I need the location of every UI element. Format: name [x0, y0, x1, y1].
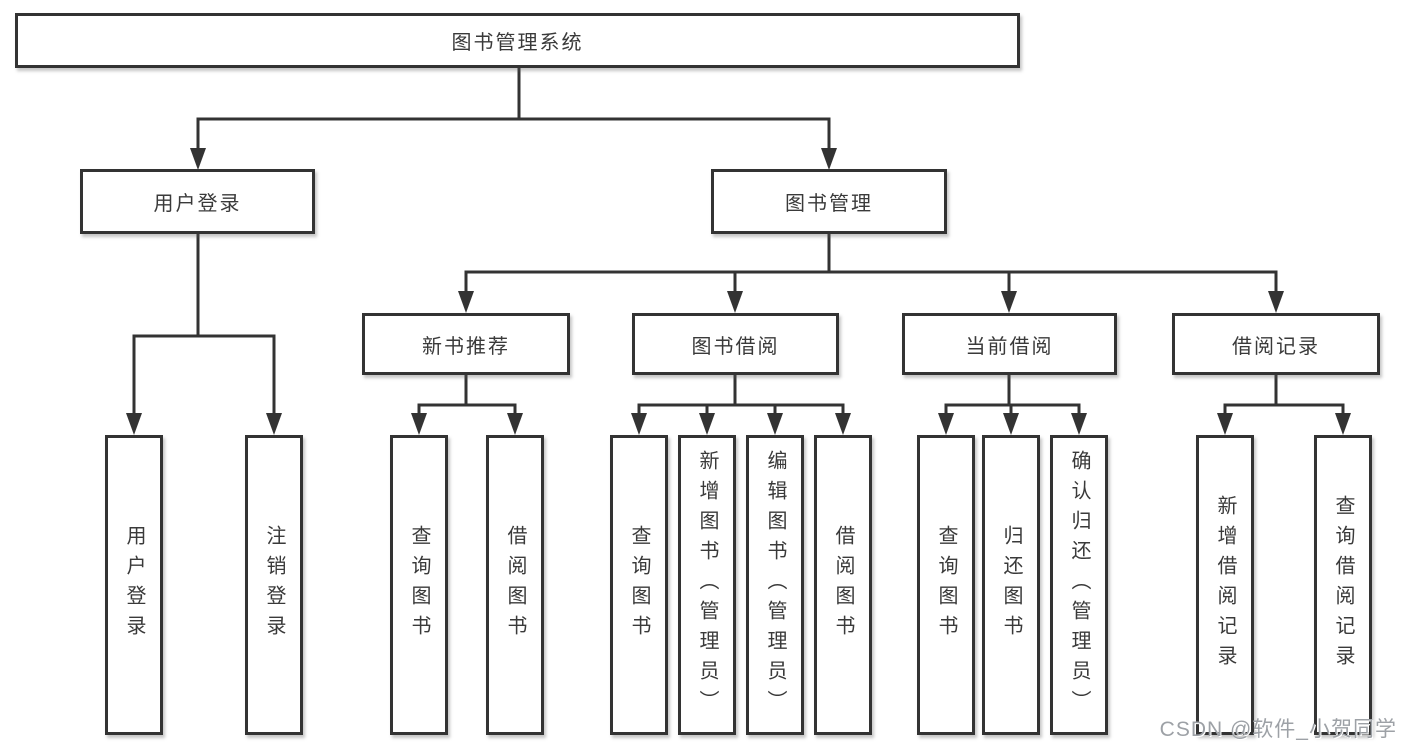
node-current-borrow-label: 当前借阅	[965, 335, 1054, 358]
leaf-borrow-books-borrow: 借阅图书	[814, 435, 872, 735]
node-book-borrow-label: 图书借阅	[691, 335, 780, 358]
leaf-add-book-admin: 新增图书（管理员）	[678, 435, 736, 735]
leaf-confirm-return-admin-label: 确认归还（管理员）	[1068, 450, 1090, 720]
leaf-query-books-current-label: 查询图书	[935, 525, 957, 645]
leaf-query-books-borrow: 查询图书	[610, 435, 668, 735]
leaf-borrow-books-borrow-label: 借阅图书	[832, 525, 854, 645]
arrowheads-user-login	[126, 413, 282, 435]
node-borrow-records-label: 借阅记录	[1232, 335, 1320, 358]
arrowheads-current-borrow	[938, 413, 1087, 435]
leaf-query-borrow-record: 查询借阅记录	[1314, 435, 1372, 735]
node-borrow-records: 借阅记录	[1172, 313, 1380, 375]
arrowheads-root	[190, 148, 837, 170]
node-new-book-recommend: 新书推荐	[362, 313, 570, 375]
leaf-edit-book-admin-label: 编辑图书（管理员）	[764, 450, 786, 720]
node-book-borrow: 图书借阅	[632, 313, 839, 375]
node-user-login: 用户登录	[80, 169, 315, 234]
leaf-borrow-books-recommend-label: 借阅图书	[504, 525, 526, 645]
leaf-query-borrow-record-label: 查询借阅记录	[1332, 495, 1354, 675]
leaf-add-borrow-record-label: 新增借阅记录	[1214, 495, 1236, 675]
connector-new-book-recommend	[417, 375, 517, 414]
leaf-query-books-current: 查询图书	[917, 435, 975, 735]
leaf-query-books-borrow-label: 查询图书	[628, 525, 650, 645]
node-current-borrow: 当前借阅	[902, 313, 1117, 375]
connector-current-borrow	[944, 375, 1081, 414]
leaf-add-borrow-record: 新增借阅记录	[1196, 435, 1254, 735]
node-book-management-label: 图书管理	[785, 193, 873, 215]
arrowheads-book-borrow	[631, 413, 851, 435]
connector-user-login	[132, 234, 276, 414]
node-book-management: 图书管理	[711, 169, 947, 234]
leaf-add-book-admin-label: 新增图书（管理员）	[696, 450, 718, 720]
arrowheads-new-book-recommend	[411, 413, 523, 435]
connector-root	[196, 68, 831, 151]
leaf-query-books-recommend: 查询图书	[390, 435, 448, 735]
connector-book-management	[464, 234, 1278, 292]
arrowheads-book-management	[458, 291, 1284, 313]
node-root: 图书管理系统	[15, 13, 1020, 68]
leaf-return-books-label: 归还图书	[1000, 525, 1022, 645]
leaf-borrow-books-recommend: 借阅图书	[486, 435, 544, 735]
connector-book-borrow	[637, 375, 845, 414]
watermark: CSDN @软件_小贺同学	[1159, 718, 1397, 741]
leaf-return-books: 归还图书	[982, 435, 1040, 735]
arrowheads-borrow-records	[1217, 413, 1351, 435]
leaf-user-login-label: 用户登录	[123, 525, 145, 645]
leaf-confirm-return-admin: 确认归还（管理员）	[1050, 435, 1108, 735]
node-new-book-recommend-label: 新书推荐	[422, 335, 510, 358]
node-user-login-label: 用户登录	[153, 193, 242, 215]
leaf-user-login: 用户登录	[105, 435, 163, 735]
connector-borrow-records	[1223, 375, 1345, 414]
leaf-edit-book-admin: 编辑图书（管理员）	[746, 435, 804, 735]
leaf-logout-label: 注销登录	[263, 525, 285, 645]
node-root-label: 图书管理系统	[451, 32, 584, 54]
leaf-logout: 注销登录	[245, 435, 303, 735]
leaf-query-books-recommend-label: 查询图书	[408, 525, 430, 645]
